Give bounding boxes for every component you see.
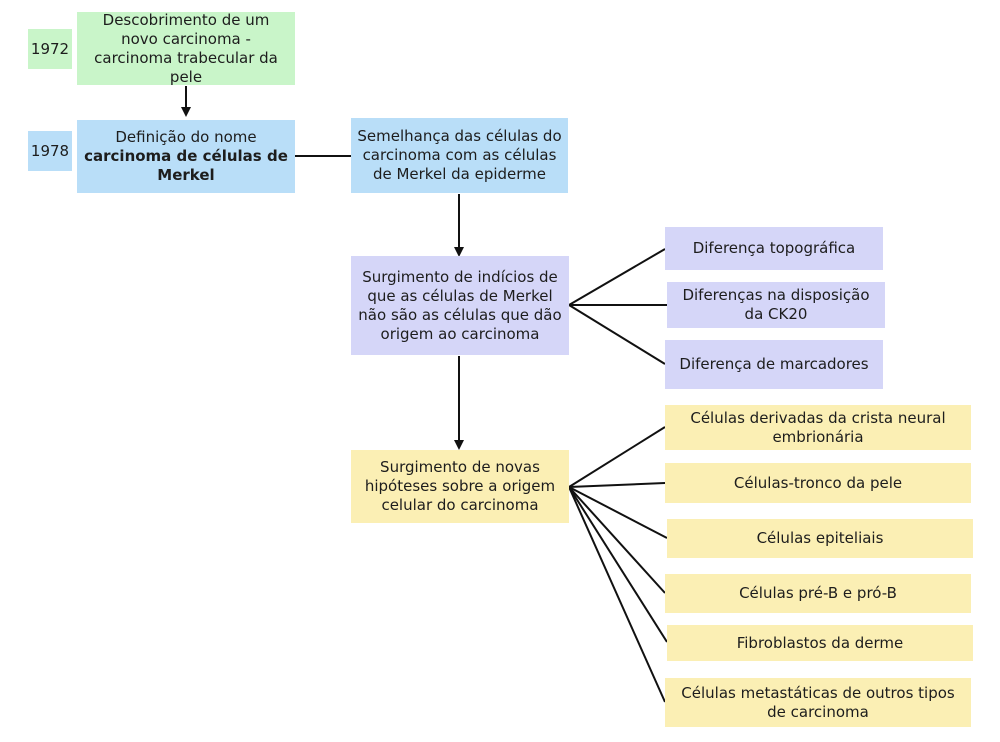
- evidence-item-markers: Diferença de marcadores: [665, 340, 883, 389]
- line-hypothesis-item-4: [568, 486, 666, 594]
- evidence-box: Surgimento de indícios de que as células…: [351, 256, 569, 355]
- hypothesis-item-pre-b-pro-b: Células pré-B e pró-B: [665, 574, 971, 613]
- line-hypothesis-item-5: [568, 486, 668, 643]
- line-evidence-item-1: [568, 248, 666, 306]
- line-hypothesis-item-3: [568, 486, 668, 539]
- year-1972-label: 1972: [28, 29, 72, 69]
- naming-box: Definição do nome carcinoma de células d…: [77, 120, 295, 193]
- line-evidence-item-3: [568, 304, 666, 365]
- hypothesis-item-stem-cells: Células-tronco da pele: [665, 463, 971, 503]
- evidence-item-ck20: Diferenças na disposição da CK20: [667, 282, 885, 328]
- naming-prefix: Definição do nome: [115, 128, 257, 146]
- hypothesis-item-metastatic: Células metastáticas de outros tipos de …: [665, 678, 971, 727]
- hypothesis-item-neural-crest: Células derivadas da crista neural embri…: [665, 405, 971, 450]
- naming-bold-term: carcinoma de células de Merkel: [84, 147, 288, 184]
- hypothesis-item-fibroblasts: Fibroblastos da derme: [667, 625, 973, 661]
- hypotheses-box: Surgimento de novas hipóteses sobre a or…: [351, 450, 569, 523]
- similarity-box: Semelhança das células do carcinoma com …: [351, 118, 568, 193]
- line-hypothesis-item-1: [568, 426, 666, 488]
- line-hypothesis-item-2: [568, 482, 666, 488]
- line-hypothesis-item-6: [568, 486, 666, 703]
- evidence-item-topographic: Diferença topográfica: [665, 227, 883, 270]
- year-1978-label: 1978: [28, 131, 72, 171]
- discovery-box: Descobrimento de um novo carcinoma - car…: [77, 11, 295, 86]
- hypothesis-item-epithelial: Células epiteliais: [667, 519, 973, 558]
